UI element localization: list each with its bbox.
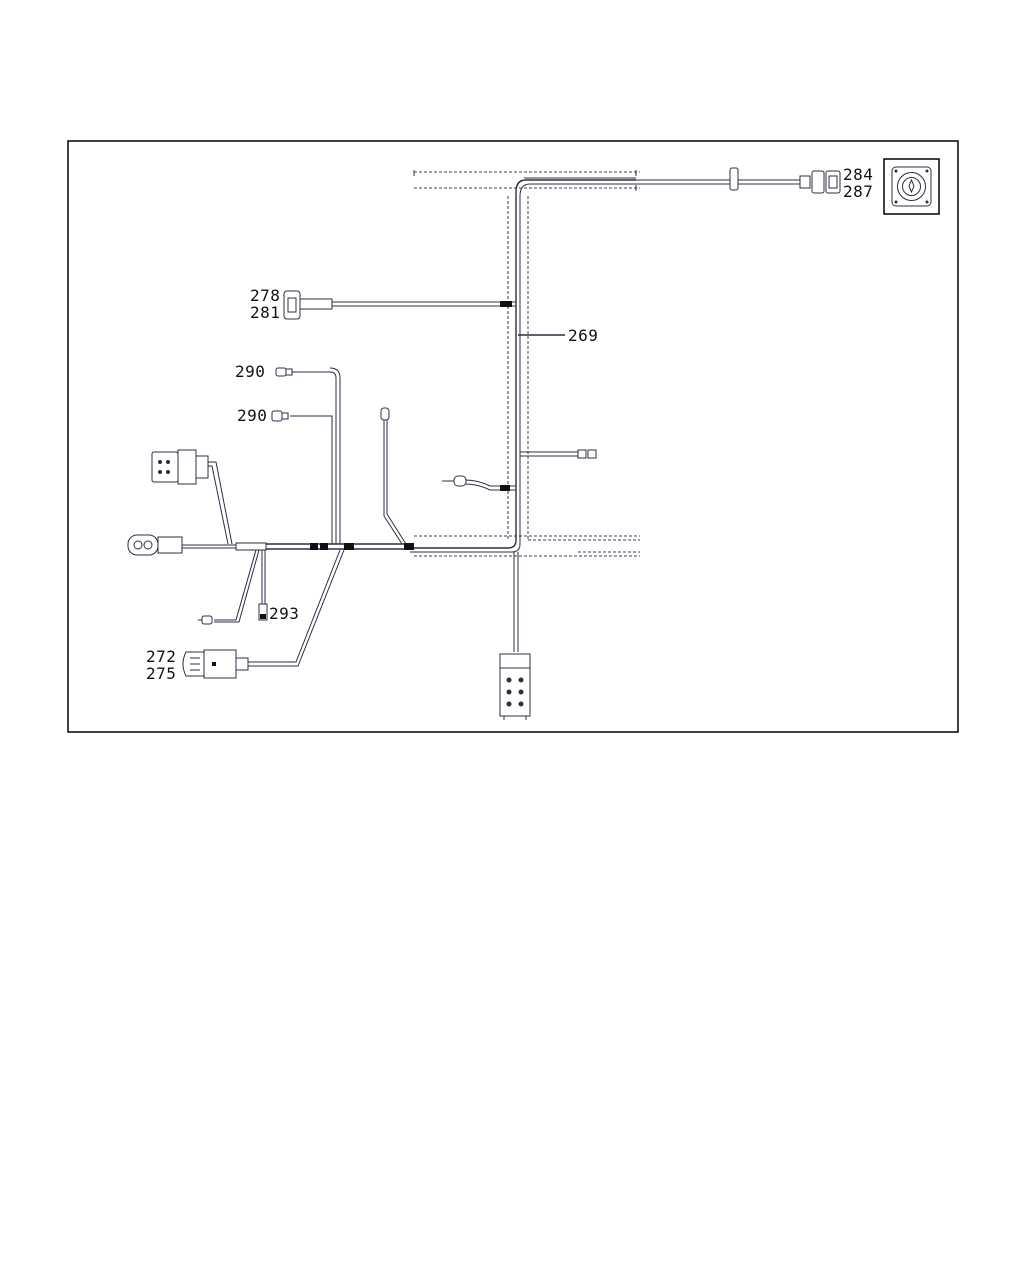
upper-small-connector-branch [380,407,407,545]
connector-290-a [275,367,287,377]
right-stub [520,449,597,459]
connector-272-275 [203,649,237,679]
bottom-branch [499,552,531,720]
branch-293 [258,550,268,621]
left-trunk [235,542,414,551]
diagram-frame [67,140,959,733]
callout-290-b: 290 [237,406,267,425]
multipin-connector [151,451,179,483]
six-pin-connector [499,667,531,717]
callout-287: 287 [843,182,873,201]
callout-269: 269 [568,326,598,345]
callout-272: 272 [146,647,176,666]
upper-left-connector [151,449,233,545]
callout-275: 275 [146,664,176,683]
main-trunk [410,170,640,557]
left-stub-plug [442,475,516,491]
branch-278-281 [283,290,516,320]
callout-278: 278 [250,286,280,305]
callout-290-a: 290 [235,362,265,381]
connector-293 [258,603,268,621]
grommet [729,167,739,191]
connector-290-b [271,410,283,422]
connector-284-287 [811,170,825,194]
callout-293: 293 [269,604,299,623]
branch-272-275 [182,549,345,679]
callout-284: 284 [843,165,873,184]
callout-281: 281 [250,303,280,322]
ignition-switch-icon [883,158,940,215]
lower-left-small-branch [198,549,260,625]
branch-290 [271,367,341,544]
left-round-connector [127,534,236,556]
top-right-branch [636,167,841,194]
